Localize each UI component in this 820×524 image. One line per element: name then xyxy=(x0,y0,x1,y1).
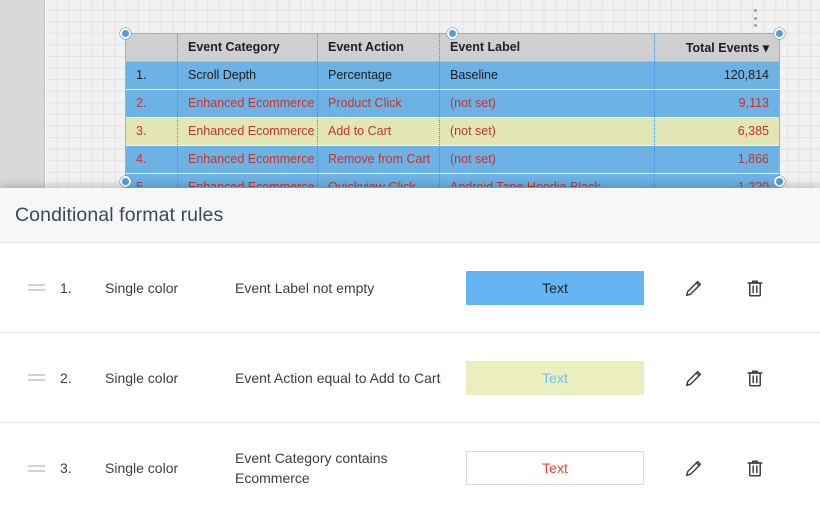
cell-index[interactable]: 2. xyxy=(126,89,178,118)
drag-handle-bar xyxy=(28,464,45,467)
cell-total[interactable]: 6,385 xyxy=(655,117,779,146)
cell-action[interactable]: Quickview Click xyxy=(318,173,440,187)
rule-actions xyxy=(645,453,785,483)
canvas-left-panel xyxy=(0,0,45,195)
drag-handle-icon[interactable] xyxy=(20,464,60,472)
kebab-dot xyxy=(753,24,757,27)
cell-total[interactable]: 120,814 xyxy=(655,61,779,90)
drag-handle-bar xyxy=(28,284,45,286)
cell-action[interactable]: Add to Cart xyxy=(318,117,440,146)
dialog-header: Conditional format rules xyxy=(0,188,820,243)
cell-action[interactable]: Percentage xyxy=(318,61,440,90)
sort-descending-icon[interactable]: ▾ xyxy=(762,40,769,55)
cell-total[interactable]: 1,220 xyxy=(655,173,779,187)
cell-index[interactable]: 1. xyxy=(126,61,178,90)
rule-actions xyxy=(645,363,785,393)
rule-type: Single color xyxy=(105,279,179,296)
cell-category[interactable]: Enhanced Ecommerce xyxy=(178,89,318,118)
rule-preview-swatch[interactable]: Text xyxy=(466,360,644,395)
column-header-index[interactable] xyxy=(126,34,178,62)
delete-rule-icon[interactable] xyxy=(740,273,770,303)
report-table-object[interactable]: Event Category Event Action Event Label … xyxy=(125,33,780,188)
rule-row: 1. Single color Event Label not empty Text xyxy=(0,243,820,333)
cell-total[interactable]: 1,866 xyxy=(655,145,779,174)
delete-rule-icon[interactable] xyxy=(740,453,770,483)
rule-index: 3. xyxy=(60,460,72,476)
spreadsheet-canvas[interactable]: Event Category Event Action Event Label … xyxy=(0,0,820,195)
drag-handle-bar xyxy=(28,289,45,291)
rule-preview-wrapper: Text xyxy=(465,270,645,305)
cell-label[interactable]: (not set) xyxy=(440,145,655,174)
kebab-dot xyxy=(753,16,757,20)
cell-label[interactable]: (not set) xyxy=(440,89,655,118)
cell-index[interactable]: 4. xyxy=(126,145,178,174)
drag-handle-bar xyxy=(28,379,45,381)
cell-action[interactable]: Product Click xyxy=(318,89,440,118)
drag-handle-icon[interactable] xyxy=(20,374,60,381)
report-table: Event Category Event Action Event Label … xyxy=(126,34,779,187)
rule-preview-wrapper: Text xyxy=(465,360,645,395)
edit-rule-icon[interactable] xyxy=(679,273,709,303)
more-options-icon[interactable] xyxy=(748,6,762,30)
table-header: Event Category Event Action Event Label … xyxy=(126,34,779,62)
selection-handle-bottom-right[interactable] xyxy=(774,176,785,187)
cell-category[interactable]: Enhanced Ecommerce xyxy=(178,145,318,174)
rule-type: Single color xyxy=(105,369,179,386)
cell-label[interactable]: Baseline xyxy=(440,61,655,90)
table-header-row: Event Category Event Action Event Label … xyxy=(126,34,779,62)
cell-category[interactable]: Enhanced Ecommerce xyxy=(178,117,318,146)
drag-handle-icon[interactable] xyxy=(20,284,60,291)
cell-index[interactable]: 5. xyxy=(126,173,178,187)
cell-category[interactable]: Enhanced Ecommerce xyxy=(178,173,318,187)
dialog-title: Conditional format rules xyxy=(15,203,224,226)
rule-preview-swatch[interactable]: Text xyxy=(466,451,644,485)
drag-handle-bar xyxy=(28,374,45,376)
rule-preview-wrapper: Text xyxy=(465,451,645,485)
rule-type: Single color xyxy=(105,460,179,476)
cell-total[interactable]: 9,113 xyxy=(655,89,779,118)
drag-handle-bar xyxy=(28,469,45,472)
cell-label[interactable]: (not set) xyxy=(440,117,655,146)
delete-rule-icon[interactable] xyxy=(740,363,770,393)
kebab-dot xyxy=(753,9,757,12)
selection-handle-bottom-left[interactable] xyxy=(120,176,131,187)
rule-description[interactable]: Event Category contains Ecommerce xyxy=(235,450,388,486)
column-header-total-events[interactable]: Total Events ▾ xyxy=(655,34,779,62)
selection-handle-top-left[interactable] xyxy=(120,28,131,39)
cell-action[interactable]: Remove from Cart xyxy=(318,145,440,174)
rule-row: 2. Single color Event Action equal to Add … xyxy=(0,333,820,423)
edit-rule-icon[interactable] xyxy=(679,453,709,483)
rule-description[interactable]: Event Label not empty xyxy=(235,279,375,296)
rule-preview-swatch[interactable]: Text xyxy=(466,270,644,305)
rule-index: 1. xyxy=(60,279,72,296)
rule-index: 2. xyxy=(60,369,72,386)
column-header-event-label[interactable]: Event Label xyxy=(440,34,655,62)
cell-index[interactable]: 3. xyxy=(126,117,178,146)
rule-row: 3. Single color Event Category contains Ec… xyxy=(0,423,820,513)
rule-actions xyxy=(645,273,785,303)
cell-category[interactable]: Scroll Depth xyxy=(178,61,318,90)
selection-handle-top-right[interactable] xyxy=(774,28,785,39)
selection-handle-top-center[interactable] xyxy=(447,28,458,39)
column-header-event-action[interactable]: Event Action xyxy=(318,34,440,62)
edit-rule-icon[interactable] xyxy=(679,363,709,393)
column-header-event-category[interactable]: Event Category xyxy=(178,34,318,62)
rule-description[interactable]: Event Action equal to Add to Cart xyxy=(235,369,441,386)
column-header-total-events-label: Total Events xyxy=(685,40,760,55)
cell-label[interactable]: Android Tape Hoodie Black xyxy=(440,173,655,187)
